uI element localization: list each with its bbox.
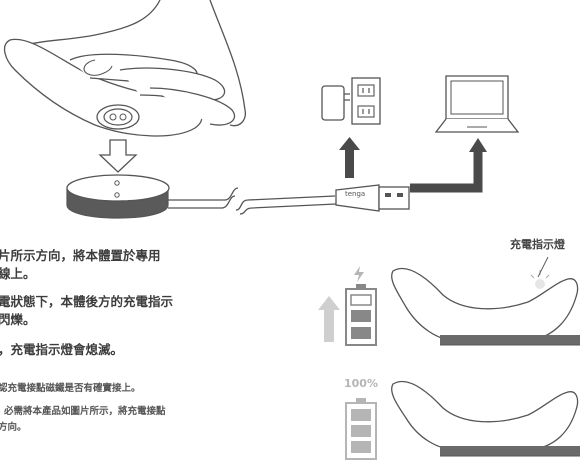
device-in-hand-illustration bbox=[3, 0, 246, 219]
lightning-icon bbox=[354, 266, 364, 282]
power-adapter-outlet-icon bbox=[321, 77, 381, 125]
device-on-charger-charging bbox=[391, 256, 580, 346]
step3-line1: ，充電指示燈會熄滅。 bbox=[0, 342, 124, 357]
step2-line2: 閃爍。 bbox=[0, 312, 36, 327]
usb-brand-text: tenga bbox=[345, 190, 366, 198]
note-line3: 方向。 bbox=[0, 422, 27, 433]
charging-cable bbox=[168, 187, 337, 215]
step2-line1: 電狀態下，本體後方的充電指示 bbox=[0, 294, 174, 309]
connection-arrows bbox=[339, 137, 487, 193]
laptop-icon bbox=[434, 75, 520, 133]
full-charge-percent: 100% bbox=[344, 377, 378, 390]
note-line2: 必需將本產品如圖片所示，將充電接點 bbox=[4, 406, 166, 417]
step1-line2: 線上。 bbox=[0, 266, 36, 281]
battery-full-icon bbox=[345, 398, 377, 460]
device-on-charger-full bbox=[391, 380, 580, 457]
battery-charging-icon bbox=[345, 284, 377, 346]
indicator-label: 充電指示燈 bbox=[510, 238, 565, 251]
note-line1: 認充電接點磁鐵是否有確實接上。 bbox=[0, 383, 141, 394]
usb-plug-icon bbox=[335, 184, 410, 212]
charging-up-arrow bbox=[318, 296, 340, 342]
step1-line1: 片所示方向，將本體置於專用 bbox=[0, 248, 161, 263]
